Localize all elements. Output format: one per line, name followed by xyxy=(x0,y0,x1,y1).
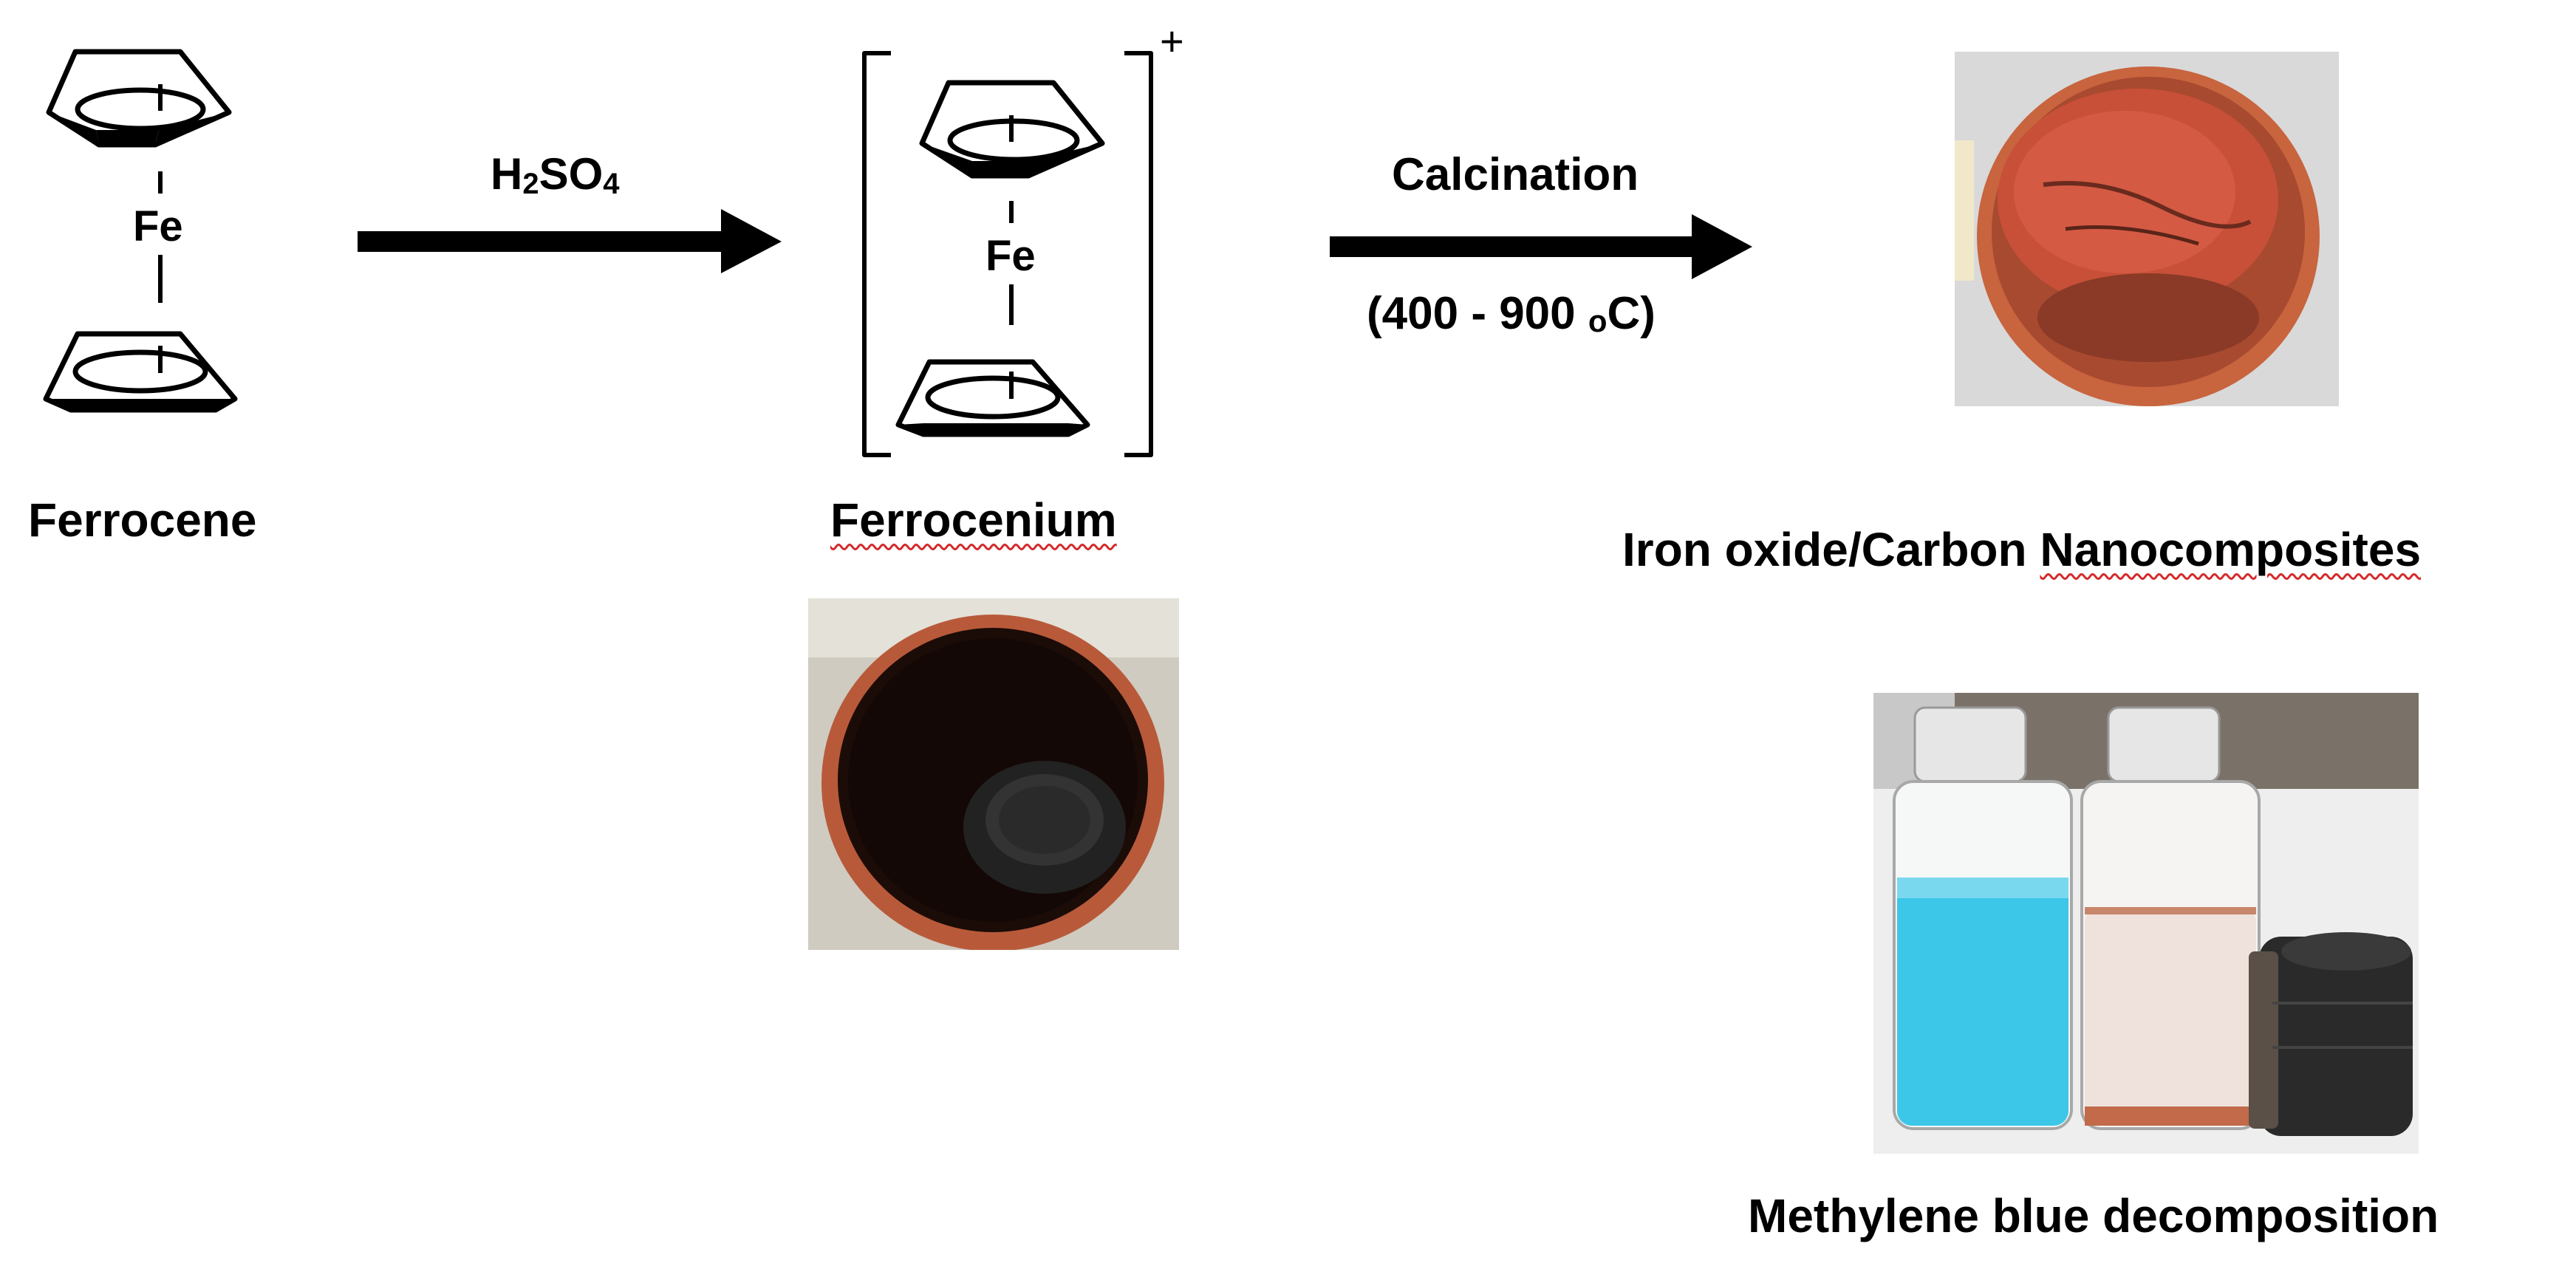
ferrocenium-structure xyxy=(862,51,1153,457)
cp-ring-top xyxy=(46,49,232,148)
ferrocenium-name: Ferrocenium xyxy=(830,493,1117,547)
product-name-tail: Nanocomposites xyxy=(2040,523,2422,576)
bracket-right xyxy=(1124,51,1153,457)
ferrocene-metal-label: Fe xyxy=(133,202,183,250)
reagent-sub-2: 2 xyxy=(522,168,539,200)
calcination-label: Calcination xyxy=(1392,149,1639,200)
iron-oxide-crucible-photo xyxy=(1955,52,2339,406)
reaction-arrow-2 xyxy=(1330,214,1752,279)
temperature-condition: (400 - 900 oC) xyxy=(1367,291,1656,337)
ferrocene-structure xyxy=(43,49,238,413)
cp-ring-top xyxy=(919,80,1105,179)
ferrocenium-crucible-photo xyxy=(808,598,1179,950)
product-name: Iron oxide/Carbon Nanocomposites xyxy=(1622,526,2421,573)
reaction-arrow-1 xyxy=(358,209,782,273)
reagent-so: SO xyxy=(539,149,604,199)
reagent-label: H2SO4 xyxy=(491,152,620,199)
methylene-blue-vials-photo xyxy=(1873,693,2419,1154)
ferrocenium-metal-label: Fe xyxy=(985,232,1036,280)
ferrocene-name: Ferrocene xyxy=(28,493,257,547)
degree-o: o xyxy=(1588,304,1608,338)
temp-range: (400 - 900 xyxy=(1367,288,1588,339)
cp-ring-bottom xyxy=(895,359,1090,437)
application-caption: Methylene blue decomposition xyxy=(1748,1189,2439,1242)
reagent-sub-4: 4 xyxy=(603,168,620,200)
temp-unit: C) xyxy=(1607,288,1656,339)
cp-ring-bottom xyxy=(43,331,238,413)
product-name-main: Iron oxide/Carbon xyxy=(1622,523,2040,576)
charge-plus: + xyxy=(1160,18,1184,64)
bracket-left xyxy=(862,51,891,457)
reagent-h: H xyxy=(491,149,523,199)
